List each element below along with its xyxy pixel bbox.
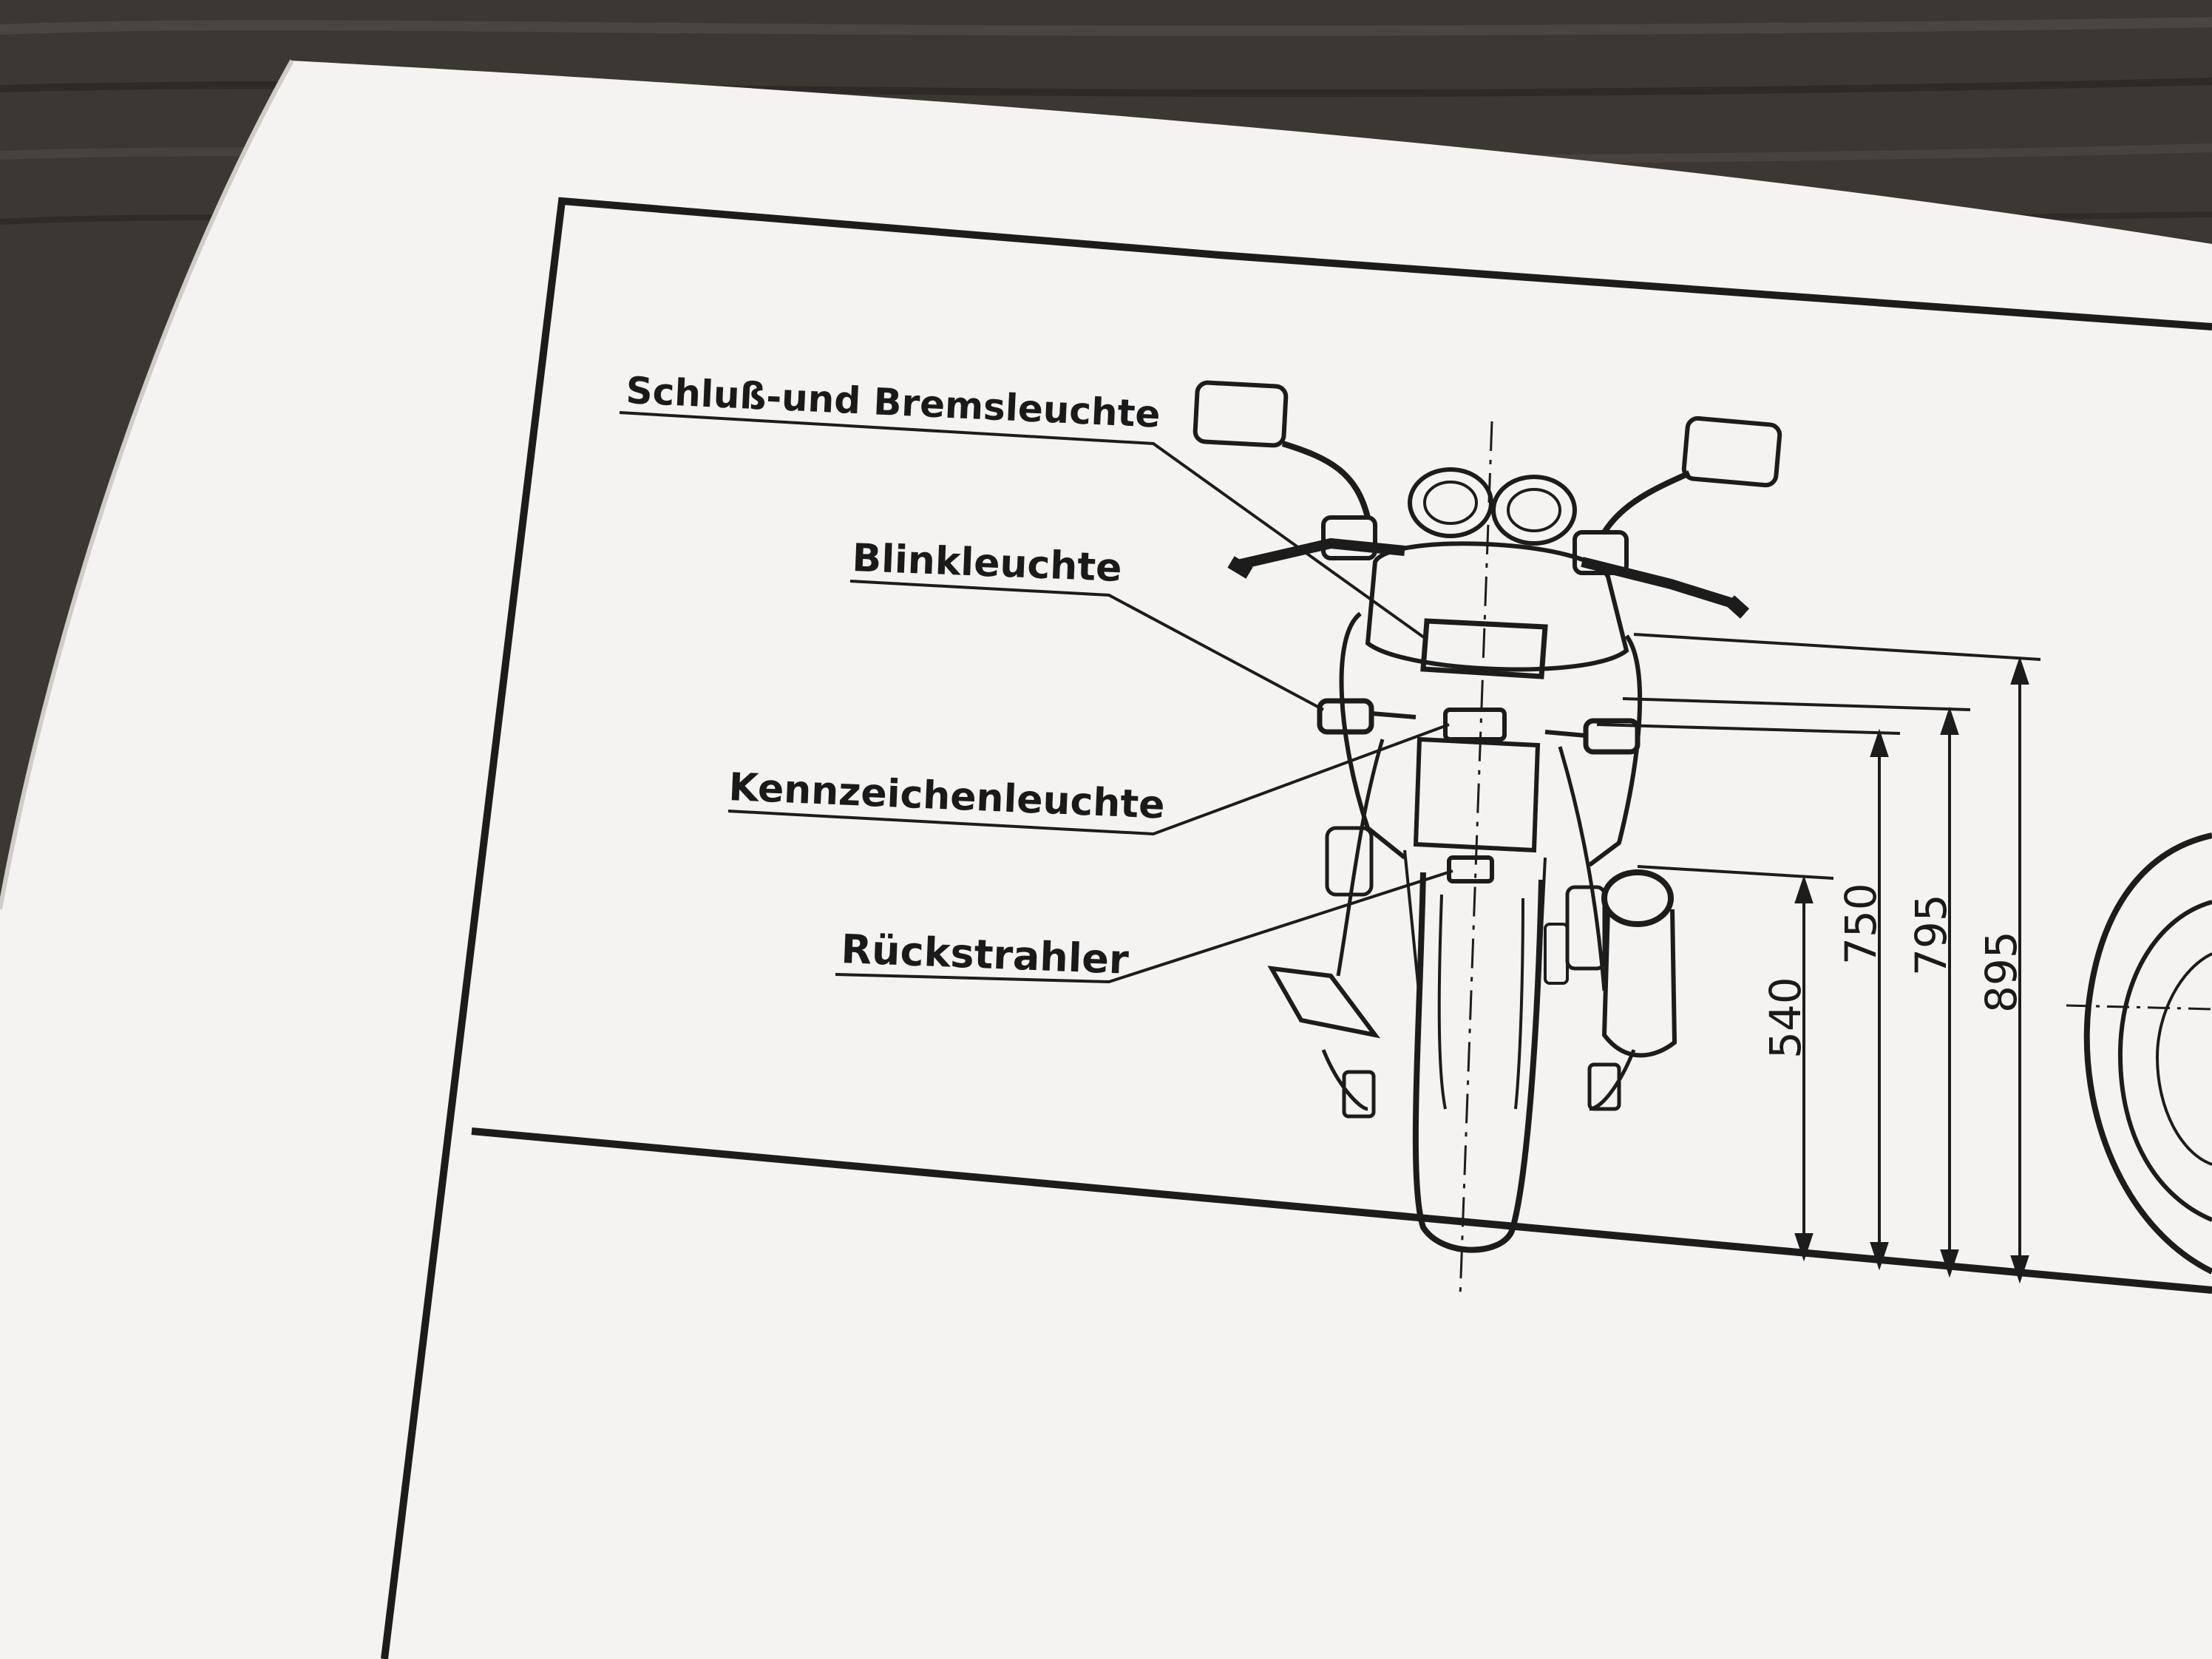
- dim-895-label: 895: [1976, 931, 2026, 1013]
- rear-wheel: [1412, 872, 1544, 1253]
- side-view-wheel: [2066, 832, 2212, 1275]
- motorcycle-rear-view: [1192, 380, 1782, 1253]
- leader-plate-light: [727, 723, 1450, 836]
- leader-tail-brake-light: [619, 411, 1428, 641]
- callout-reflector: Rückstrahler: [841, 926, 1130, 983]
- exhaust: [1601, 869, 1674, 927]
- dim-750-label: 750: [1836, 883, 1886, 965]
- tail-light: [1420, 618, 1548, 679]
- reflector: [1447, 855, 1494, 883]
- left-mirror: [1192, 380, 1289, 448]
- callout-leaders: [619, 411, 1453, 984]
- ground-line: [471, 1127, 2212, 1294]
- dim-540-label: 540: [1760, 977, 1811, 1059]
- dimension-lines: [1596, 633, 2041, 1284]
- paper-sheet: [0, 61, 2212, 1659]
- leader-reflector: [835, 869, 1453, 984]
- drawing-frame: [381, 197, 2212, 1659]
- left-indicator: [1317, 698, 1374, 735]
- paper-shadow: [0, 59, 294, 910]
- callout-indicator: Blinkleuchte: [852, 536, 1123, 591]
- dim-795-label: 795: [1906, 894, 1956, 976]
- right-mirror: [1681, 415, 1782, 488]
- right-indicator: [1583, 718, 1641, 755]
- license-plate: [1413, 736, 1541, 853]
- leader-indicator: [849, 580, 1324, 711]
